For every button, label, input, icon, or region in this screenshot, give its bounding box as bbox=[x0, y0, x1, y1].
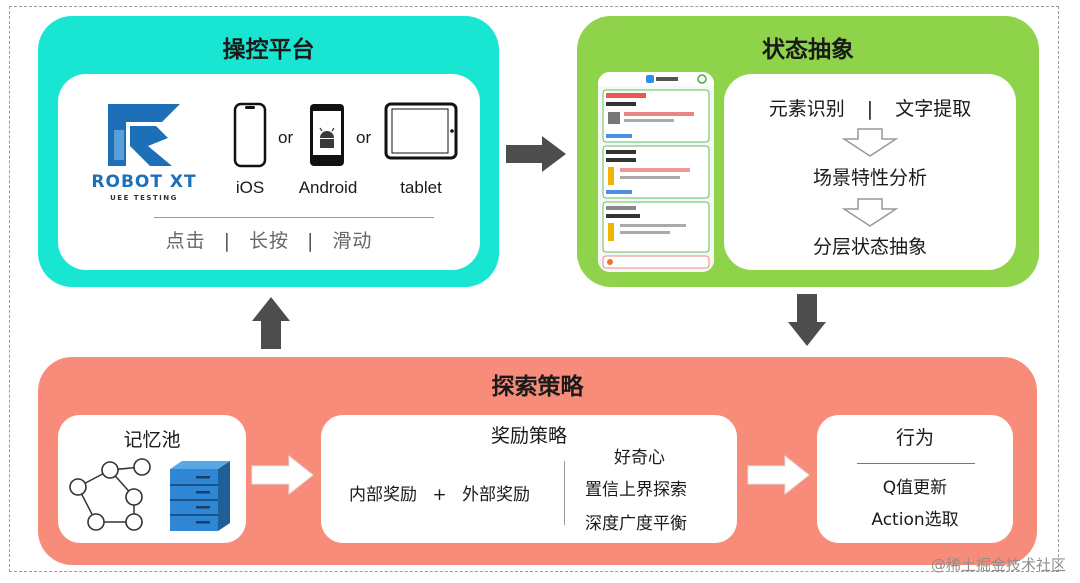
memory-pool-title: 记忆池 bbox=[123, 429, 181, 451]
action-title: 行为 bbox=[895, 427, 934, 449]
robot-xt-brand-text: ROBOT XT bbox=[91, 172, 197, 192]
gesture-swipe: 滑动 bbox=[332, 230, 373, 252]
device-label-ios: iOS bbox=[235, 178, 265, 197]
exploration-strategy-panel: 探索策略 记忆池 bbox=[38, 357, 1037, 565]
up-arrow-icon bbox=[252, 297, 290, 349]
element-recognition-text: 元素识别 bbox=[768, 98, 845, 120]
hollow-down-arrow-icon bbox=[841, 128, 899, 157]
depth-breadth-balance-text: 深度广度平衡 bbox=[585, 514, 687, 534]
q-value-update-text: Q值更新 bbox=[882, 478, 948, 498]
action-divider bbox=[857, 463, 975, 464]
hollow-down-arrow-icon bbox=[841, 198, 899, 227]
watermark-text: @稀土掘金技术社区 bbox=[930, 556, 1066, 574]
gesture-long-press: 长按 bbox=[248, 230, 289, 252]
graph-network-icon bbox=[69, 458, 151, 531]
reward-strategy-card: 奖励策略 内部奖励 + 外部奖励 好奇心 置信上界探索 深度广度平衡 bbox=[321, 415, 737, 543]
reward-strategy-title: 奖励策略 bbox=[490, 425, 567, 447]
control-platform-card: ROBOT XT UEE TESTING iOS or Android or t… bbox=[58, 74, 480, 270]
device-label-android: Android bbox=[298, 178, 358, 197]
device-label-tablet: tablet bbox=[400, 178, 442, 197]
ucb-exploration-text: 置信上界探索 bbox=[585, 480, 687, 500]
curiosity-text: 好奇心 bbox=[614, 448, 665, 468]
hierarchical-state-abstraction-text: 分层状态抽象 bbox=[812, 236, 927, 258]
external-reward-text: 外部奖励 bbox=[462, 485, 531, 505]
reward-formula: 内部奖励 + 外部奖励 bbox=[349, 480, 530, 505]
reward-divider bbox=[564, 461, 565, 525]
plus-operator: + bbox=[432, 485, 447, 505]
exploration-strategy-title: 探索策略 bbox=[491, 374, 584, 400]
scene-feature-analysis-text: 场景特性分析 bbox=[812, 167, 927, 189]
robot-xt-logo-icon bbox=[108, 104, 180, 166]
gesture-row: 点击 | 长按 | 滑动 bbox=[58, 226, 480, 253]
control-platform-panel: 操控平台 ROBOT XT UEE TESTING iOS or Android… bbox=[38, 16, 499, 287]
internal-reward-text: 内部奖励 bbox=[349, 485, 417, 505]
gesture-separator: | bbox=[307, 230, 315, 252]
action-card: 行为 Q值更新 Action选取 bbox=[817, 415, 1013, 543]
control-divider bbox=[154, 217, 434, 218]
action-selection-text: Action选取 bbox=[871, 510, 959, 530]
app-screenshot-thumbnail bbox=[598, 72, 714, 272]
or-label-2: or bbox=[356, 128, 372, 147]
robot-xt-subtitle-text: UEE TESTING bbox=[110, 194, 178, 202]
phone-icon bbox=[233, 102, 267, 168]
database-server-icon bbox=[170, 461, 230, 531]
state-abstraction-card: 元素识别 | 文字提取 场景特性分析 分层状态抽象 bbox=[724, 74, 1016, 270]
hollow-right-arrow-icon bbox=[251, 454, 314, 496]
or-label-1: or bbox=[278, 128, 294, 147]
control-platform-title: 操控平台 bbox=[222, 37, 315, 63]
state-row-recognition: 元素识别 | 文字提取 bbox=[724, 94, 1016, 121]
state-row-separator: | bbox=[866, 98, 874, 120]
diagram-frame bbox=[9, 6, 1059, 572]
state-abstraction-title: 状态抽象 bbox=[762, 37, 854, 63]
gesture-tap: 点击 bbox=[165, 230, 206, 252]
android-phone-icon bbox=[310, 104, 344, 166]
hollow-right-arrow-icon bbox=[747, 454, 810, 496]
state-abstraction-panel: 状态抽象 bbox=[577, 16, 1039, 287]
text-extraction-text: 文字提取 bbox=[895, 98, 972, 120]
tablet-icon bbox=[384, 102, 458, 160]
gesture-separator: | bbox=[223, 230, 231, 252]
memory-pool-card: 记忆池 bbox=[58, 415, 246, 543]
down-arrow-icon bbox=[788, 294, 826, 346]
right-arrow-icon bbox=[506, 136, 566, 172]
